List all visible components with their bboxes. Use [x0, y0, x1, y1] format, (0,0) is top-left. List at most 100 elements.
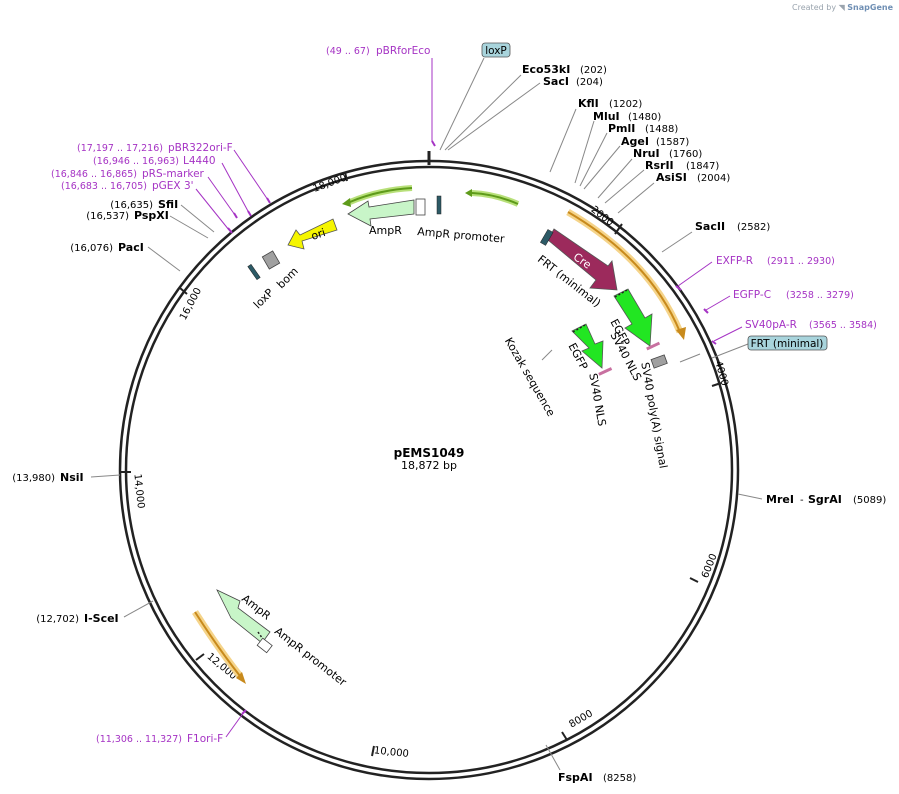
primer-pbr322ori-f-pos: (17,197 .. 17,216)	[77, 143, 163, 154]
created-by-text: Created by	[792, 3, 837, 12]
leader-mrei	[737, 493, 763, 500]
site-iscei-name: I-SceI	[84, 612, 119, 625]
site-pmli-name: PmlI	[608, 122, 635, 135]
egfp-arrow-2	[571, 323, 604, 369]
leader-asisi	[617, 182, 655, 214]
primer-l4440-pos: (16,946 .. 16,963)	[93, 156, 179, 167]
site-pspxi-pos: (16,537)	[86, 211, 129, 222]
site-sacii-pos: (2582)	[737, 222, 770, 233]
site-iscei-pos: (12,702)	[36, 614, 79, 625]
primer-mark-prs-marker	[233, 212, 238, 219]
green-arc-left-head	[342, 198, 351, 207]
site-mrei-pos: (5089)	[853, 495, 886, 506]
primer-leader-exfp-r	[677, 261, 713, 287]
site-saci-pos: (204)	[576, 77, 603, 88]
primer-pgex3-name: pGEX 3'	[152, 180, 194, 192]
backbone-inner-ring	[124, 165, 734, 775]
leader-agei	[583, 145, 621, 190]
primer-prs-marker-pos: (16,846 .. 16,865)	[51, 169, 137, 180]
primer-exfp-r-name: EXFP-R	[716, 255, 753, 267]
site-rsrii-name: RsrII	[645, 159, 674, 172]
site-nrui-pos: (1760)	[669, 149, 702, 160]
leader-iscei	[123, 600, 154, 618]
primer-sv40pa-r-name: SV40pA-R	[745, 319, 797, 331]
leader-loxp-box	[439, 57, 485, 151]
primer-mark-f1ori-f	[241, 709, 247, 715]
leader-pspxi	[169, 215, 209, 239]
site-nrui-name: NruI	[633, 147, 660, 160]
bom-shape	[261, 250, 281, 270]
ampr-promoter-bottom-label: AmpR promoter	[272, 625, 349, 689]
site-agei-pos: (1587)	[656, 137, 689, 148]
site-nsii-name: NsiI	[60, 471, 84, 484]
bom-label: bom	[274, 265, 300, 291]
primer-mark-pbr322ori-f	[266, 197, 271, 204]
primer-sv40pa-r-pos: (3565 .. 3584)	[809, 320, 877, 331]
primer-leaders	[195, 58, 743, 738]
ampr-top-arrow	[347, 199, 415, 227]
ori-label: ori	[309, 226, 327, 243]
loxp-left-shape	[247, 263, 261, 281]
orange-arc-bottom-head	[236, 672, 246, 684]
site-sfii-name: SfiI	[158, 198, 178, 211]
leader-fspai	[545, 744, 561, 771]
frt-box-text: FRT (minimal)	[751, 338, 824, 350]
primer-pbr322ori-f-name: pBR322ori-F	[168, 142, 233, 154]
leader-saci	[447, 82, 541, 151]
leader-kfli	[549, 108, 577, 173]
primer-prs-marker-name: pRS-marker	[142, 168, 205, 180]
restriction-sites: Eco53kI (202) SacI (204) KflI (1202) Mlu…	[12, 63, 886, 784]
orange-arc-right-core	[567, 211, 681, 333]
leader-sfii	[180, 204, 215, 233]
tick-10000	[371, 745, 375, 757]
primer-leader-sv40pa-r	[713, 326, 743, 342]
leader-kozak	[541, 349, 553, 361]
site-mlui-name: MluI	[593, 110, 620, 123]
tick-16000	[179, 287, 188, 295]
site-asisi-name: AsiSI	[656, 171, 687, 184]
ampr-promoter-bottom-shape	[256, 637, 273, 654]
leader-sv40polya	[679, 353, 701, 363]
primer-exfp-r-pos: (2911 .. 2930)	[767, 256, 835, 267]
site-kfli-pos: (1202)	[609, 99, 642, 110]
site-rsrii-pos: (1847)	[686, 161, 719, 172]
sv40polya-shape	[650, 354, 668, 369]
sv40nls-2-shape	[598, 367, 613, 376]
primer-mark-egfp-c	[703, 308, 709, 314]
primer-mark-pbrforeco	[431, 140, 436, 147]
tick-label-18000: 18,000	[312, 173, 349, 195]
site-paci-name: PacI	[118, 241, 144, 254]
site-kfli-name: KflI	[578, 97, 599, 110]
site-nsii-pos: (13,980)	[12, 473, 55, 484]
sv40polya-label: SV40 poly(A) signal	[638, 361, 669, 469]
tick-4000	[711, 382, 722, 387]
site-eco53ki-pos: (202)	[580, 65, 607, 76]
loxp-top-shape	[436, 195, 442, 215]
site-sgrai-name: SgrAI	[808, 493, 842, 506]
plasmid-size: 18,872 bp	[401, 459, 457, 472]
boxed-loxp-label: loxP	[481, 42, 511, 58]
snapgene-logo-icon: ◥	[838, 3, 845, 12]
site-eco53ki-name: Eco53kI	[522, 63, 570, 76]
green-arc-top-core	[471, 192, 519, 205]
site-mrei-name: MreI	[766, 493, 794, 506]
ampr-bottom-arrow	[216, 589, 271, 644]
primer-marks	[227, 140, 717, 715]
green-arc-left	[348, 185, 413, 205]
egfp-arrow-1	[613, 288, 653, 347]
ampr-promoter-top-label: AmpR promoter	[417, 225, 506, 246]
primer-leader-pgex3	[195, 188, 230, 231]
site-sfii-pos: (16,635)	[110, 200, 153, 211]
primer-labels: (49 .. 67) pBRforEco EXFP-R (2911 .. 293…	[51, 45, 877, 745]
kozak-label: Kozak sequence	[502, 335, 558, 419]
primer-mark-l4440	[247, 210, 252, 217]
green-arc-left-core	[349, 187, 413, 203]
tick-18000	[344, 171, 348, 182]
loxp-left-label: loxP	[251, 286, 276, 311]
site-leaders	[90, 57, 763, 771]
orange-arc-right-head	[676, 327, 686, 340]
site-saci-name: SacI	[543, 75, 569, 88]
site-pspxi-name: PspXI	[134, 209, 169, 222]
loxp-box	[481, 42, 511, 58]
primer-mark-exfp-r	[675, 285, 682, 291]
